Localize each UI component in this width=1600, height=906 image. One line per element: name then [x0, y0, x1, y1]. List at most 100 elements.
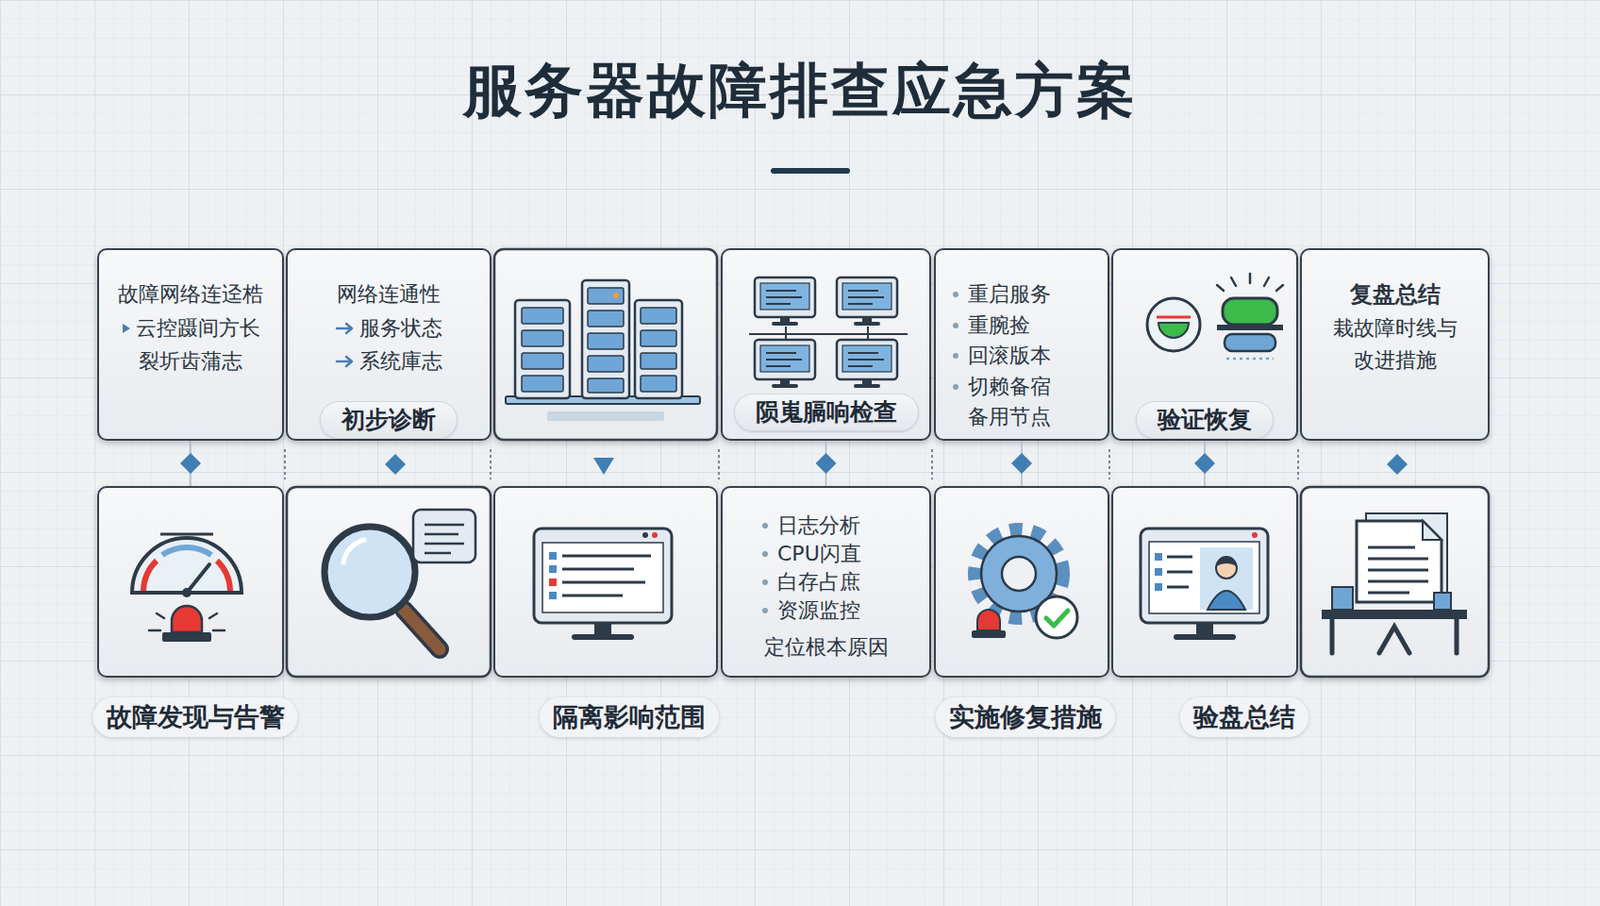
- monitor-screen: [1149, 541, 1260, 614]
- alarm-base: [162, 632, 212, 642]
- text-row: 复盘总结: [1301, 280, 1488, 309]
- box-text: 重腕捡: [967, 310, 1031, 341]
- person-hair: [1216, 555, 1237, 567]
- box-text: CPU闪直: [777, 539, 862, 568]
- box-text: 资源监控: [777, 596, 861, 625]
- lens-glint: [343, 539, 365, 563]
- document-back: [1366, 513, 1448, 595]
- title-underline: [770, 167, 850, 174]
- list-lines: [1166, 556, 1193, 587]
- monitor-icon: [754, 339, 816, 388]
- box-text: 云控蹑间方长: [135, 314, 261, 343]
- text-row: 初步诊断: [287, 400, 490, 439]
- gauge-dial: [132, 537, 242, 593]
- monitor-base: [571, 633, 634, 640]
- process-box: 复盘总结栽故障时线与 改进措施: [1300, 248, 1490, 441]
- check-mark: [1046, 610, 1068, 626]
- step-arrow: [593, 457, 615, 475]
- gauge-arc: [143, 560, 157, 591]
- dotted-line: [1226, 357, 1274, 361]
- video-panel: [1200, 547, 1253, 610]
- status-light: [613, 292, 619, 299]
- server-drawer: [587, 378, 624, 393]
- server-drawer: [587, 333, 624, 350]
- monitor-stand: [594, 622, 612, 634]
- box-text: 重启服务: [967, 279, 1051, 310]
- box-text: 白存占庶: [777, 567, 861, 597]
- gauge-arc: [216, 560, 231, 591]
- person-head: [1216, 557, 1237, 579]
- list-marker: [549, 565, 557, 573]
- gauge-arc: [162, 547, 212, 555]
- server-drawer: [521, 375, 564, 392]
- light-stand: [1224, 333, 1276, 351]
- stage-label: 隔离影响范围: [539, 697, 719, 737]
- process-box: 隔离影响范围: [493, 485, 718, 678]
- document-lines: [1367, 547, 1429, 593]
- illustration-box: [286, 486, 491, 677]
- arrow-bullet: [334, 347, 356, 376]
- text-row: 服务状态: [287, 314, 490, 343]
- bullet-dot: [762, 607, 768, 614]
- desk-item: [1332, 586, 1353, 610]
- monitor-screen: [542, 542, 664, 613]
- bullet-dot: [762, 550, 768, 557]
- gear-repair-icon: [971, 530, 1078, 638]
- text-row: 隔离影响范围: [539, 697, 719, 737]
- monitor-icon: [836, 277, 898, 326]
- process-box: 故障网络连迳梏云控蹑间方长裂圻齿蒲志: [97, 248, 284, 441]
- arrow-bullet: [334, 314, 356, 343]
- connector-diamond: [1011, 452, 1033, 474]
- green-light: [1222, 298, 1278, 325]
- triangle-bullet-path: [122, 323, 131, 334]
- box-text: 日志分析: [777, 511, 861, 540]
- server-rack-illustration: [505, 280, 700, 421]
- list-marker: [549, 551, 557, 560]
- process-box: 网络连通性服务状态系统庫志初步诊断: [285, 248, 492, 441]
- step-label: 验证恢复: [1135, 400, 1274, 439]
- monitor-frame: [533, 528, 672, 623]
- text-row: 故障发现与告警: [93, 697, 299, 737]
- alarm-light: [171, 605, 202, 633]
- dashed-divider: [717, 449, 720, 480]
- monitor-icon: [754, 277, 816, 326]
- network-monitors-illustration: [749, 277, 908, 388]
- gauge-alarm-icon: [132, 533, 242, 642]
- bullet-dot: [762, 522, 768, 529]
- box-text: 裂圻齿蒲志: [138, 347, 243, 376]
- alarm-light: [977, 609, 1000, 631]
- window-dot: [1251, 532, 1258, 538]
- box-text: 定位根本原因: [764, 633, 889, 662]
- dashed-divider: [1297, 449, 1300, 480]
- server-drawer: [587, 287, 624, 304]
- text-row: 陨嵬膈响检查: [722, 393, 930, 432]
- document-desk-icon: [1321, 513, 1467, 653]
- box-text: 切赖备宿 备用节点: [967, 371, 1059, 433]
- page-fold: [1422, 520, 1442, 540]
- triangle-bullet: [120, 314, 133, 343]
- text-row: 切赖备宿 备用节点: [952, 371, 1059, 433]
- document-page: [1356, 520, 1442, 602]
- desk-item: [1433, 592, 1451, 610]
- process-box: 故障发现与告警: [97, 485, 284, 678]
- alarm-base: [971, 630, 1006, 638]
- text-row: 裂圻齿蒲志: [99, 347, 283, 376]
- desk-legs: [1332, 618, 1457, 653]
- step-label: 陨嵬膈响检查: [733, 393, 919, 432]
- monitor-base: [1173, 633, 1236, 640]
- box-text: 系统庫志: [359, 347, 443, 376]
- list-marker: [1154, 583, 1163, 591]
- gear-hole: [1001, 556, 1036, 591]
- text-row: 实施修复措施: [935, 697, 1116, 737]
- check-circle: [1035, 596, 1078, 638]
- server-drawer: [521, 307, 564, 324]
- text-row: 回滚版本: [952, 340, 1051, 371]
- connector-diamond: [1194, 452, 1216, 474]
- note-card: [413, 509, 476, 563]
- diagram-title: 服务器故障排查应急方案: [0, 54, 1600, 127]
